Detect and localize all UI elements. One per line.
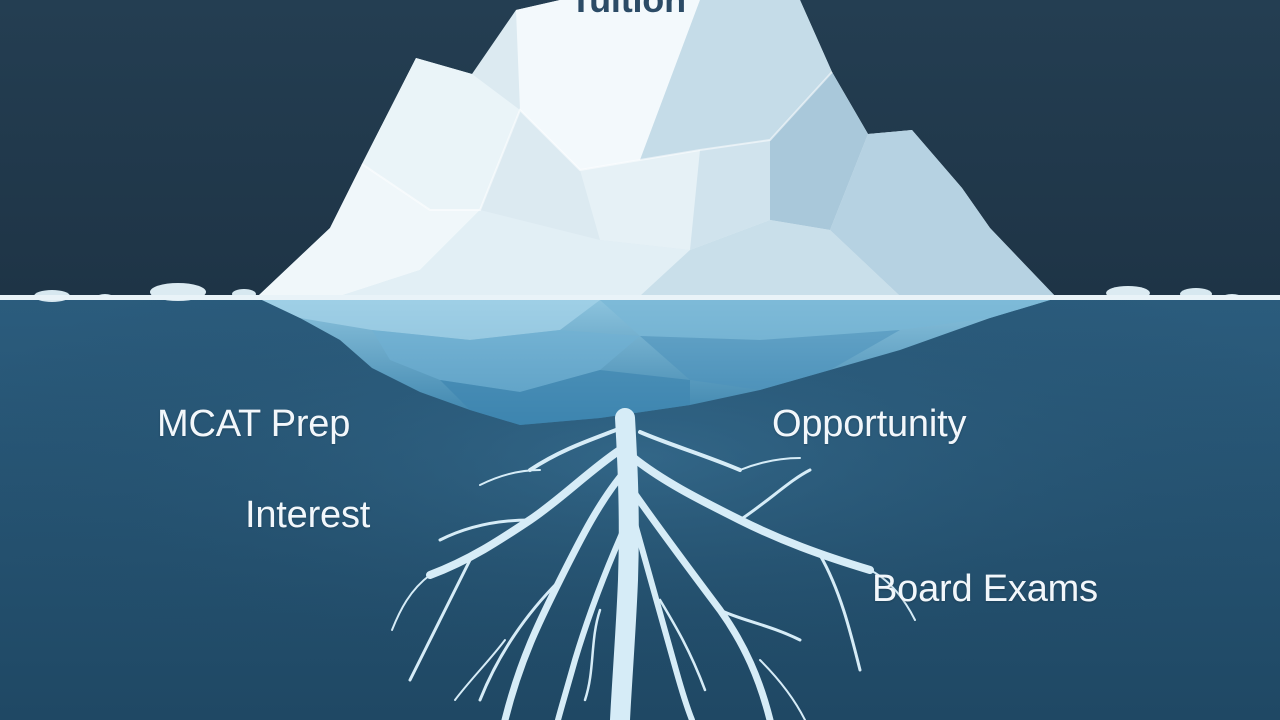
label-mcat-prep: MCAT Prep: [157, 403, 351, 445]
iceberg-above-water: [258, 0, 1055, 296]
roots: [391, 408, 916, 720]
label-interest: Interest: [245, 494, 371, 536]
waterline: [0, 295, 1280, 300]
label-board-exams: Board Exams: [872, 568, 1098, 610]
label-opportunity: Opportunity: [772, 403, 967, 445]
label-above-waterline: Tuition: [570, 0, 686, 18]
